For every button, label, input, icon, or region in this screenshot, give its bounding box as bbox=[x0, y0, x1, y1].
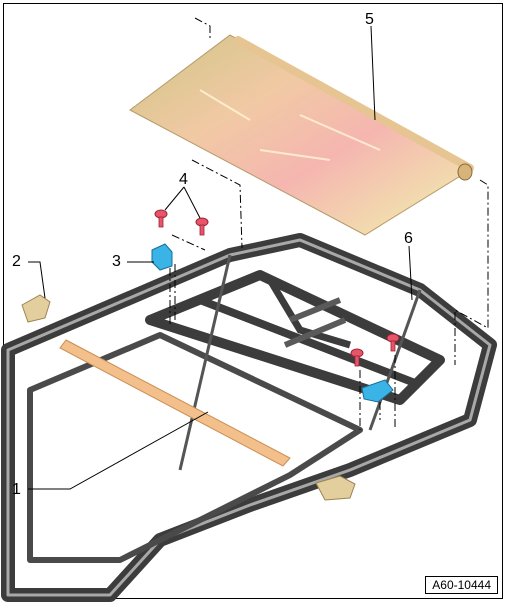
leader-lines bbox=[28, 25, 413, 490]
screw bbox=[154, 209, 168, 228]
sunroof-frame bbox=[1, 233, 497, 602]
figure-border bbox=[3, 3, 503, 599]
callout-1: 1 bbox=[12, 481, 21, 498]
callout-4: 4 bbox=[179, 171, 188, 188]
callout-6: 6 bbox=[404, 230, 413, 247]
screw bbox=[195, 217, 209, 236]
screw bbox=[386, 333, 400, 352]
seal-strip bbox=[59, 339, 291, 467]
screw bbox=[350, 348, 364, 367]
assembly-lines bbox=[169, 17, 489, 430]
screws bbox=[154, 209, 400, 367]
callout-3: 3 bbox=[112, 253, 121, 270]
bracket-right bbox=[361, 379, 394, 403]
guide-clip-left bbox=[21, 294, 51, 323]
guide-clip-front bbox=[315, 475, 356, 501]
bracket-left bbox=[151, 243, 173, 271]
callout-5: 5 bbox=[365, 11, 374, 28]
callout-2: 2 bbox=[12, 253, 21, 270]
figure-reference-label: A60-10444 bbox=[425, 576, 498, 594]
roller-blind bbox=[129, 34, 474, 236]
